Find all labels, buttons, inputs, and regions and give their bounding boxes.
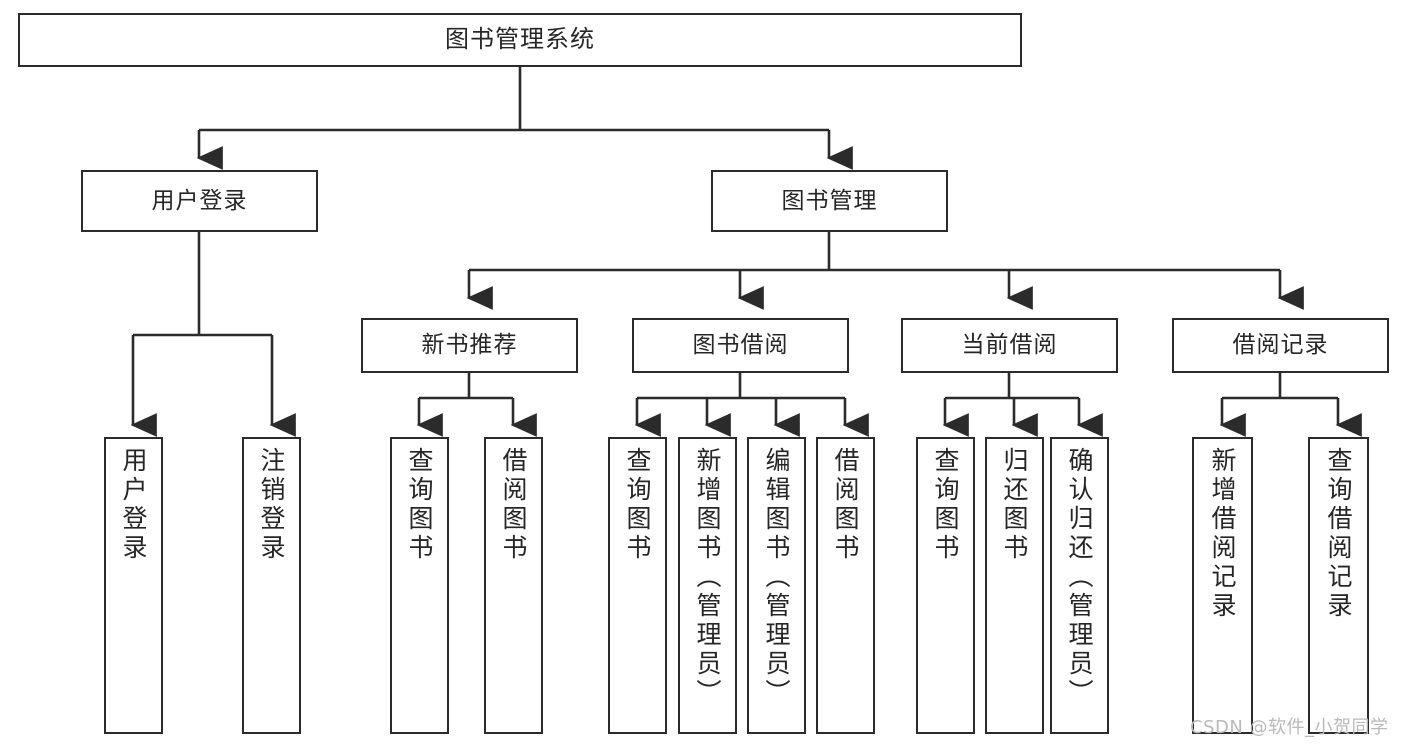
- leaf-label: 新增借阅记录: [1208, 447, 1237, 621]
- leaf-borrow-record-query[interactable]: 查询借阅记录: [1308, 437, 1369, 734]
- node-user-login-label: 用户登录: [151, 187, 248, 214]
- leaf-label: 注销登录: [257, 447, 286, 563]
- leaf-label: 查询图书: [623, 447, 652, 563]
- leaf-label: 用户登录: [119, 447, 148, 563]
- node-current-borrow-label: 当前借阅: [961, 332, 1058, 359]
- leaf-book-borrow-edit[interactable]: 编辑图书（管理员）: [747, 437, 806, 734]
- leaf-label: 查询图书: [931, 447, 960, 563]
- leaf-new-book-query[interactable]: 查询图书: [390, 437, 449, 734]
- leaf-label: 借阅图书: [499, 447, 528, 563]
- node-new-book-recommend-label: 新书推荐: [421, 332, 518, 359]
- csdn-watermark: CSDN @软件_小贺同学: [1190, 717, 1389, 738]
- leaf-label: 归还图书: [1000, 447, 1029, 563]
- leaf-current-borrow-confirm[interactable]: 确认归还（管理员）: [1050, 437, 1109, 734]
- node-user-login[interactable]: 用户登录: [81, 170, 318, 232]
- node-book-borrow-label: 图书借阅: [692, 332, 789, 359]
- leaf-label: 编辑图书（管理员）: [762, 447, 791, 708]
- leaf-book-borrow-borrow[interactable]: 借阅图书: [816, 437, 875, 734]
- leaf-user-login-logout[interactable]: 注销登录: [242, 437, 301, 734]
- leaf-current-borrow-return[interactable]: 归还图书: [985, 437, 1044, 734]
- node-root[interactable]: 图书管理系统: [18, 13, 1022, 67]
- node-root-label: 图书管理系统: [445, 25, 595, 54]
- leaf-label: 新增图书（管理员）: [693, 447, 722, 708]
- leaf-current-borrow-query[interactable]: 查询图书: [916, 437, 975, 734]
- node-new-book-recommend[interactable]: 新书推荐: [361, 318, 578, 373]
- leaf-label: 借阅图书: [831, 447, 860, 563]
- leaf-book-borrow-query[interactable]: 查询图书: [608, 437, 667, 734]
- node-current-borrow[interactable]: 当前借阅: [901, 318, 1118, 373]
- leaf-new-book-borrow[interactable]: 借阅图书: [484, 437, 543, 734]
- node-borrow-record[interactable]: 借阅记录: [1172, 318, 1389, 373]
- leaf-label: 查询图书: [405, 447, 434, 563]
- leaf-borrow-record-add[interactable]: 新增借阅记录: [1192, 437, 1253, 734]
- node-book-manage[interactable]: 图书管理: [711, 170, 948, 232]
- leaf-label: 确认归还（管理员）: [1065, 447, 1094, 708]
- node-book-manage-label: 图书管理: [781, 187, 878, 214]
- leaf-label: 查询借阅记录: [1324, 447, 1353, 621]
- node-borrow-record-label: 借阅记录: [1232, 332, 1329, 359]
- node-book-borrow[interactable]: 图书借阅: [632, 318, 849, 373]
- leaf-book-borrow-add[interactable]: 新增图书（管理员）: [678, 437, 737, 734]
- leaf-user-login-login[interactable]: 用户登录: [104, 437, 163, 734]
